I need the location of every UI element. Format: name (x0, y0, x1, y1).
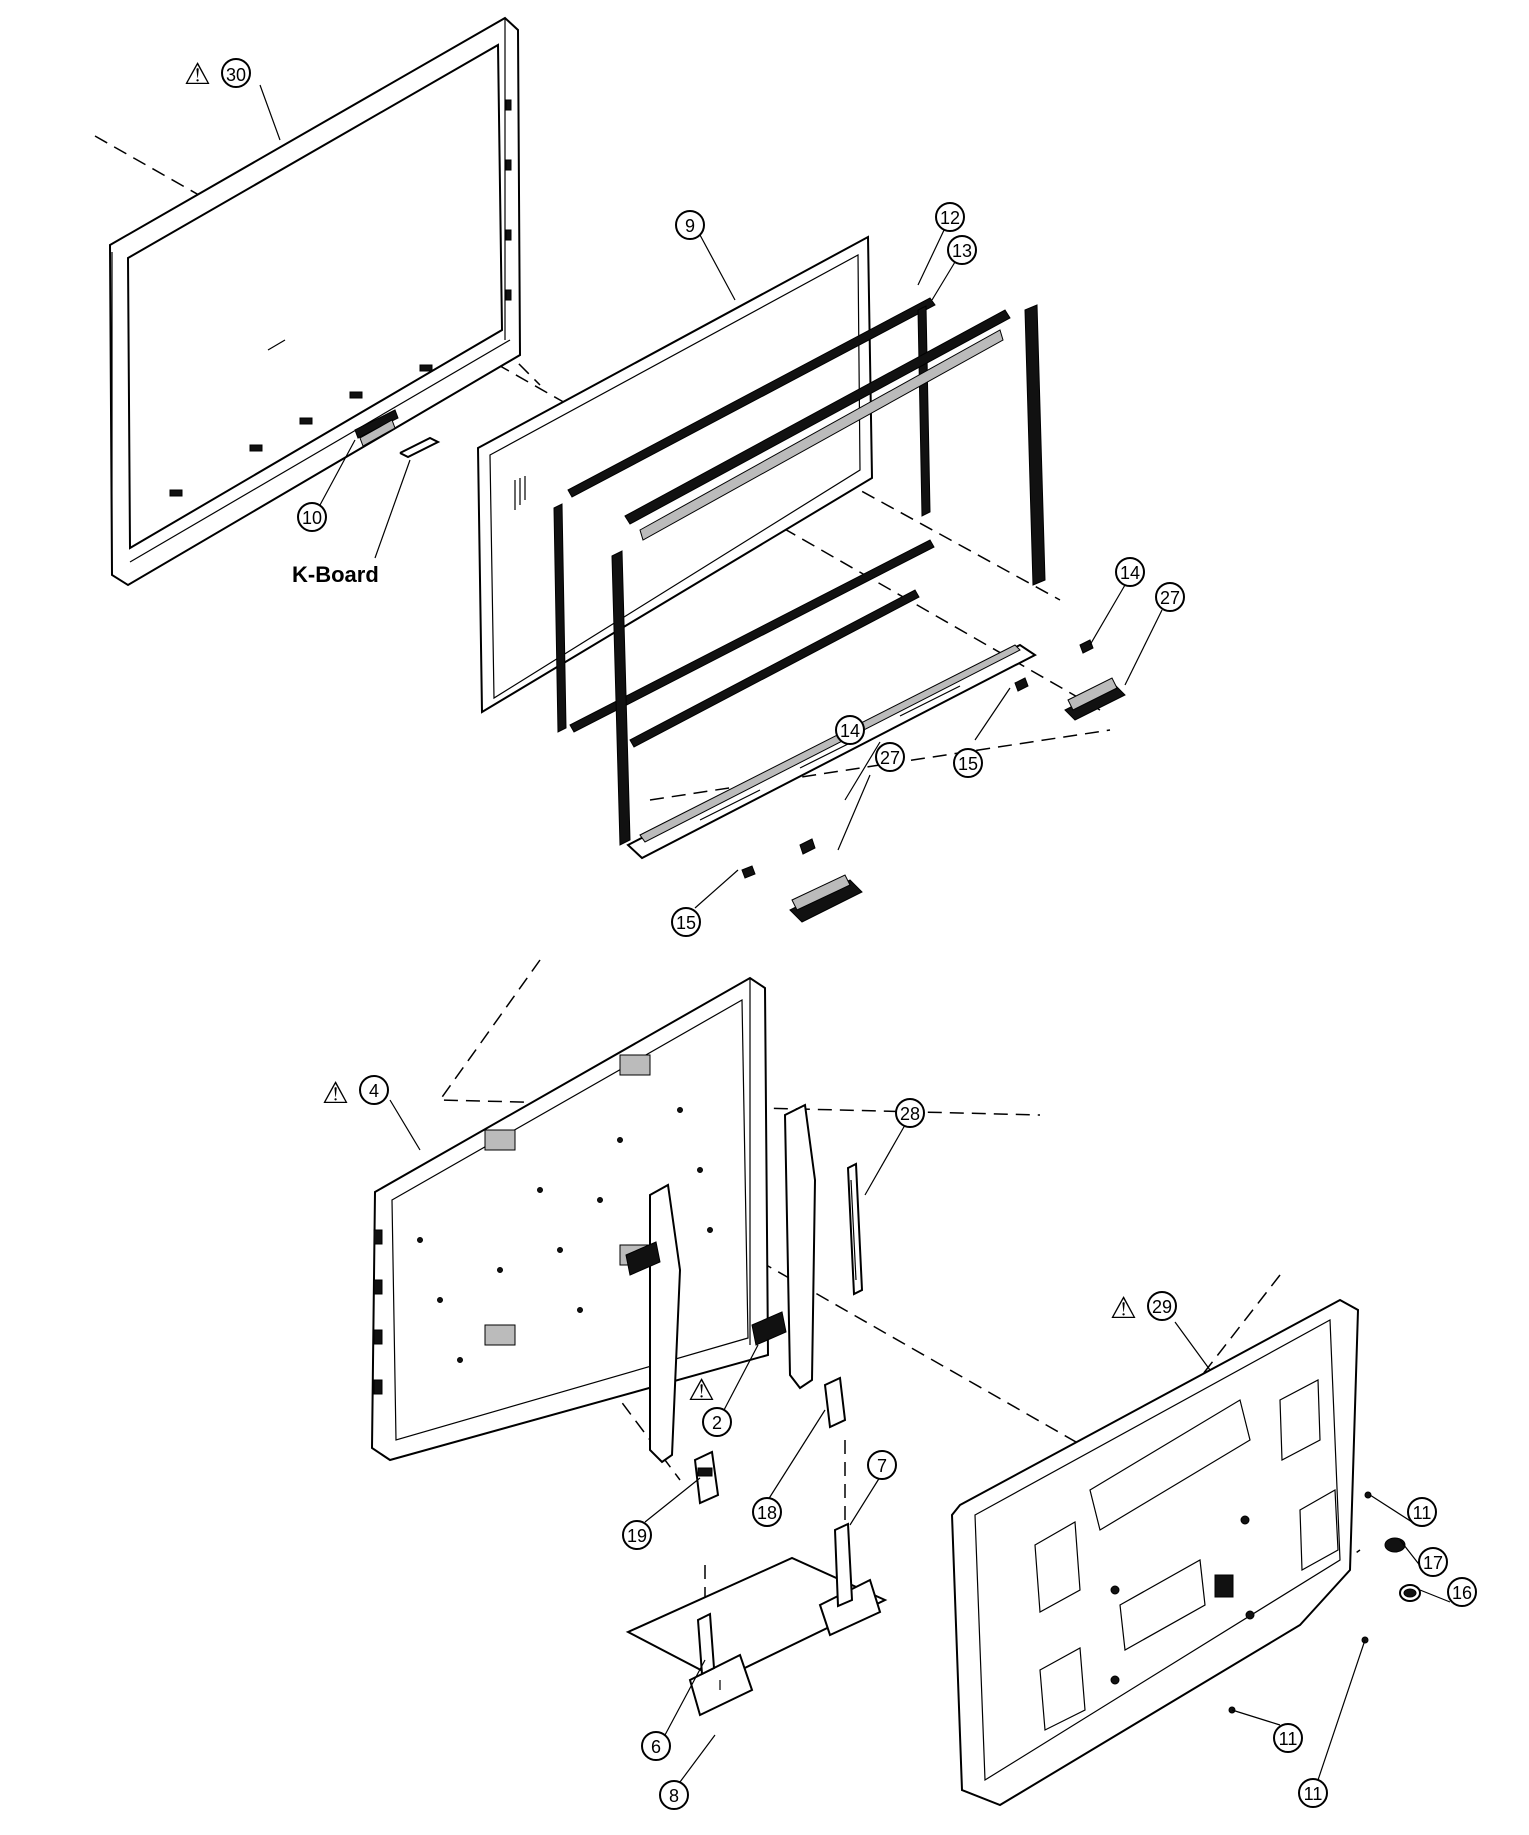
leader-lines (259, 84, 1451, 1783)
callout-label: 9 (685, 216, 695, 236)
callout-label: 17 (1423, 1553, 1443, 1573)
bezel-right-details (505, 99, 512, 301)
callout-label: 29 (1152, 1297, 1172, 1317)
bottom-bracket-rail (626, 643, 1037, 860)
part-18 (823, 1376, 847, 1429)
callout-label: 27 (1160, 588, 1180, 608)
warning-icon: ⚠ (184, 58, 211, 91)
callout-label: 13 (952, 241, 972, 261)
callout-label: 10 (302, 508, 322, 528)
callout-10: 10 (297, 502, 327, 532)
rear-cover-part-29 (950, 1298, 1360, 1807)
callout-17: 17 (1418, 1547, 1448, 1577)
callout-label: 6 (651, 1737, 661, 1757)
callout-4: ⚠ 4 (322, 1075, 389, 1110)
callouts: ⚠ 30 9 12 13 10 K-Board 14 27 (184, 58, 1477, 1810)
callout-19: 19 (622, 1520, 652, 1550)
warning-icon: ⚠ (322, 1077, 349, 1110)
glass-panel-part-9 (476, 235, 874, 714)
callout-label: 18 (757, 1503, 777, 1523)
callout-11-top: 11 (1407, 1497, 1437, 1527)
warning-icon: ⚠ (688, 1374, 715, 1407)
callout-8: 8 (659, 1780, 689, 1810)
callout-14-left: 14 (835, 715, 865, 745)
stand-base (625, 1522, 888, 1717)
callout-label: 15 (676, 913, 696, 933)
callout-label: 28 (900, 1104, 920, 1124)
callout-16: 16 (1447, 1577, 1477, 1607)
callout-15-left: 15 (671, 907, 701, 937)
callout-14-right: 14 (1115, 557, 1145, 587)
stand-bracket-right-set (1014, 639, 1126, 721)
callout-label: 15 (958, 754, 978, 774)
callout-30: ⚠ 30 (184, 58, 251, 91)
bezel-bottom-details (169, 339, 433, 497)
callout-label: 16 (1452, 1583, 1472, 1603)
callout-label: 14 (1120, 563, 1140, 583)
chassis-dots (417, 1107, 713, 1363)
callout-label: 11 (1279, 1729, 1298, 1749)
callout-label: 11 (1304, 1784, 1323, 1804)
callout-label: 4 (369, 1081, 379, 1101)
part-19 (693, 1450, 720, 1505)
stand-bracket-left-set (741, 838, 863, 923)
k-board-label: K-Board (292, 562, 379, 587)
k-board-part (399, 436, 441, 459)
part-28-strip (846, 1162, 864, 1296)
callout-11-middle: 11 (1273, 1723, 1303, 1753)
gasket-strips (553, 297, 936, 733)
front-bezel-part-30 (108, 16, 522, 587)
callout-label: 11 (1413, 1503, 1432, 1523)
callout-15-right: 15 (953, 748, 983, 778)
callout-label: 2 (712, 1413, 722, 1433)
callout-label: 27 (880, 748, 900, 768)
callout-label: 30 (226, 65, 246, 85)
callout-11-bottom: 11 (1298, 1778, 1328, 1808)
callout-label: 14 (840, 721, 860, 741)
callout-6: 6 (641, 1731, 671, 1761)
callout-2: ⚠ 2 (688, 1374, 732, 1437)
callout-13: 13 (947, 235, 977, 265)
callout-label: 19 (627, 1526, 647, 1546)
chassis-left-tabs (373, 1229, 383, 1395)
callout-12: 12 (935, 202, 965, 232)
panel-frame-strips (611, 304, 1046, 846)
k-board-text: K-Board (292, 562, 379, 587)
screws-and-knobs (1228, 1491, 1421, 1714)
callout-label: 12 (940, 208, 960, 228)
stand-pillars (625, 1103, 817, 1464)
callout-27-left: 27 (875, 742, 905, 772)
callout-7: 7 (867, 1450, 897, 1480)
callout-27-right: 27 (1155, 582, 1185, 612)
callout-label: 8 (669, 1786, 679, 1806)
warning-icon: ⚠ (1110, 1292, 1137, 1325)
callout-28: 28 (895, 1098, 925, 1128)
callout-29: ⚠ 29 (1110, 1291, 1177, 1325)
callout-18: 18 (752, 1497, 782, 1527)
callout-9: 9 (675, 210, 705, 240)
part-10-bracket (354, 409, 399, 447)
callout-label: 7 (877, 1456, 887, 1476)
